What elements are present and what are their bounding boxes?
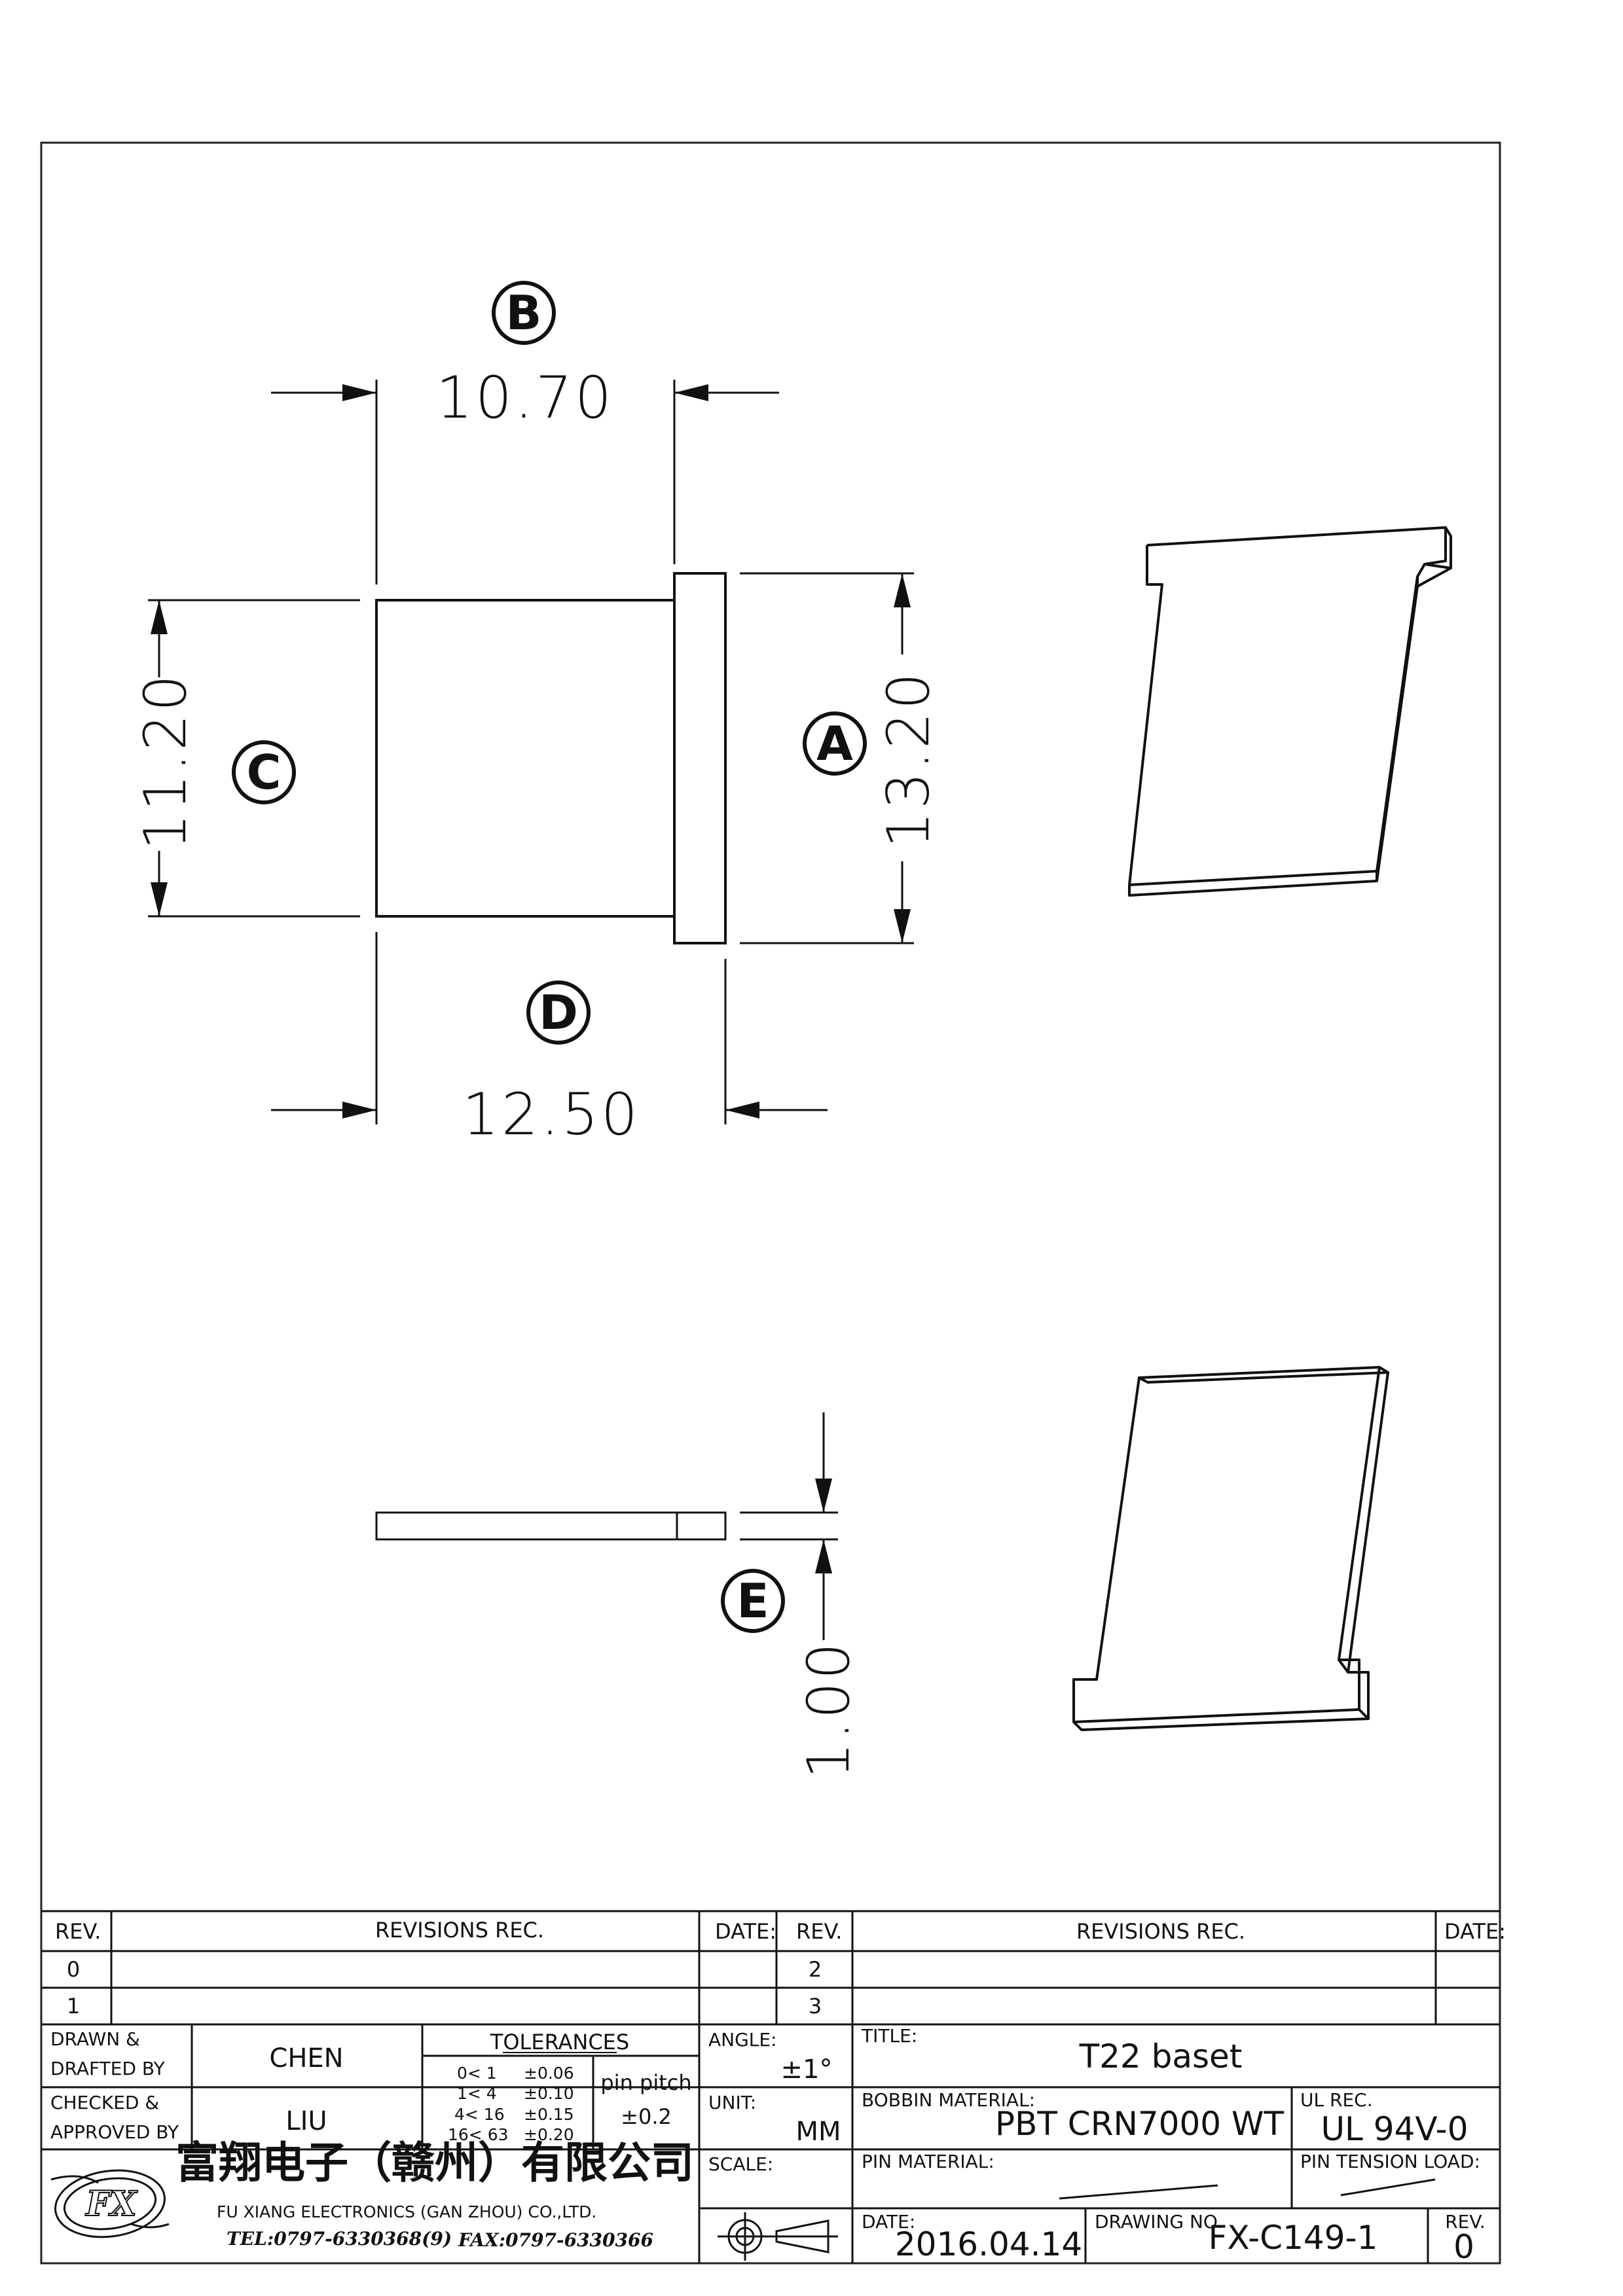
company-tel: TEL:0797-6330368(9) (227, 2228, 452, 2250)
revisions-rec-header-right: REVISIONS REC. (1076, 1919, 1245, 1944)
pin-material-blank (1059, 2184, 1218, 2200)
date-header-left: DATE: (715, 1919, 776, 1944)
drawing-no-label: DRAWING NO. (1095, 2211, 1223, 2233)
unit-label: UNIT: (708, 2092, 756, 2113)
checked-label-line1: CHECKED & (50, 2092, 159, 2113)
pin-tension-label: PIN TENSION LOAD: (1300, 2151, 1480, 2172)
company-name-en: FU XIANG ELECTRONICS (GAN ZHOU) CO.,LTD. (217, 2202, 596, 2221)
drawn-label-line2: DRAFTED BY (50, 2058, 166, 2079)
bubble-d-letter: D (539, 985, 578, 1040)
isometric-view-lower (1072, 1366, 1389, 1731)
title-block-lines (41, 1910, 1500, 2263)
approved-by-value: LIU (285, 2106, 327, 2136)
bubble-a: A (803, 711, 867, 776)
drawn-label-line1: DRAWN & (50, 2028, 140, 2050)
date-header-right: DATE: (1444, 1919, 1506, 1944)
logo-text: FX (84, 2184, 138, 2224)
rev-row-0: 0 (67, 1957, 80, 1982)
bubble-e-letter: E (737, 1573, 769, 1628)
rev-label: REV. (1445, 2211, 1486, 2233)
angle-value: ±1° (781, 2054, 833, 2085)
side-view (375, 1511, 838, 1541)
top-view-outline (375, 572, 727, 944)
bubble-a-letter: A (816, 716, 853, 771)
pin-material-label: PIN MATERIAL: (862, 2151, 994, 2172)
dim-b-value: 10.70 (436, 364, 614, 431)
pin-pitch-label: pin pitch (600, 2070, 691, 2095)
bobbin-material-label: BOBBIN MATERIAL: (862, 2089, 1035, 2111)
tolerance-range-3: 16< 63 (448, 2125, 509, 2144)
bubble-b: B (492, 281, 556, 345)
ul-rec-label: UL REC. (1300, 2089, 1373, 2111)
tolerance-range-2: 4< 16 (454, 2105, 505, 2124)
tolerance-range-0: 0< 1 (457, 2064, 497, 2083)
tolerance-value-1: ±0.10 (524, 2084, 574, 2103)
date-label: DATE: (862, 2211, 915, 2233)
rev-header-right: REV. (796, 1919, 842, 1944)
drawing-no-value: FX-C149-1 (1209, 2219, 1378, 2257)
revisions-rec-header-left: REVISIONS REC. (375, 1918, 544, 1943)
bubble-e: E (721, 1569, 785, 1633)
pin-tension-blank (1340, 2178, 1436, 2197)
bubble-d: D (526, 980, 591, 1045)
dim-c-value: 11.20 (132, 672, 199, 850)
title-value: T22 baset (1079, 2037, 1243, 2075)
rev-row-2: 2 (809, 1957, 822, 1982)
pin-pitch-value: ±0.2 (621, 2104, 672, 2129)
unit-value: MM (795, 2117, 841, 2147)
checked-label-line2: APPROVED BY (50, 2121, 179, 2143)
tolerance-value-3: ±0.20 (524, 2125, 574, 2144)
tolerance-value-2: ±0.15 (524, 2105, 574, 2124)
dim-e-value: 1.00 (795, 1640, 862, 1779)
company-name-cn: 富翔电子（赣州）有限公司 (175, 2138, 694, 2188)
rev-row-1: 1 (67, 1994, 80, 2018)
dimension-arrows (151, 384, 911, 1640)
tolerances-header: TOLERANCES (490, 2030, 629, 2054)
date-value: 2016.04.14 (895, 2225, 1082, 2263)
dim-a-value: 13.20 (875, 670, 942, 848)
rev-header-left: REV. (55, 1919, 101, 1944)
rev-value: 0 (1453, 2228, 1474, 2266)
ul-rec-value: UL 94V-0 (1321, 2110, 1468, 2148)
dim-d-value: 12.50 (462, 1081, 640, 1148)
side-view-outline (375, 1511, 727, 1541)
isometric-view-upper (1128, 526, 1452, 897)
tolerance-range-1: 1< 4 (457, 2084, 497, 2103)
tolerance-value-0: ±0.06 (524, 2064, 574, 2083)
angle-label: ANGLE: (708, 2029, 777, 2051)
projection-symbol-icon (718, 2212, 838, 2261)
bobbin-material-value: PBT CRN7000 WT (995, 2105, 1285, 2143)
drawn-by-value: CHEN (269, 2043, 343, 2073)
bubble-b-letter: B (506, 285, 542, 340)
company-fax: FAX:0797-6330366 (458, 2229, 653, 2251)
rev-row-3: 3 (809, 1994, 822, 2018)
bubble-c-letter: C (247, 745, 282, 800)
title-label: TITLE: (861, 2025, 917, 2047)
company-logo-icon: FX (50, 2169, 170, 2238)
scale-label: SCALE: (708, 2153, 773, 2175)
bubble-c: C (232, 740, 296, 804)
extension-lines (148, 380, 914, 1124)
top-view (375, 572, 727, 944)
drawing-frame (40, 141, 1501, 2265)
